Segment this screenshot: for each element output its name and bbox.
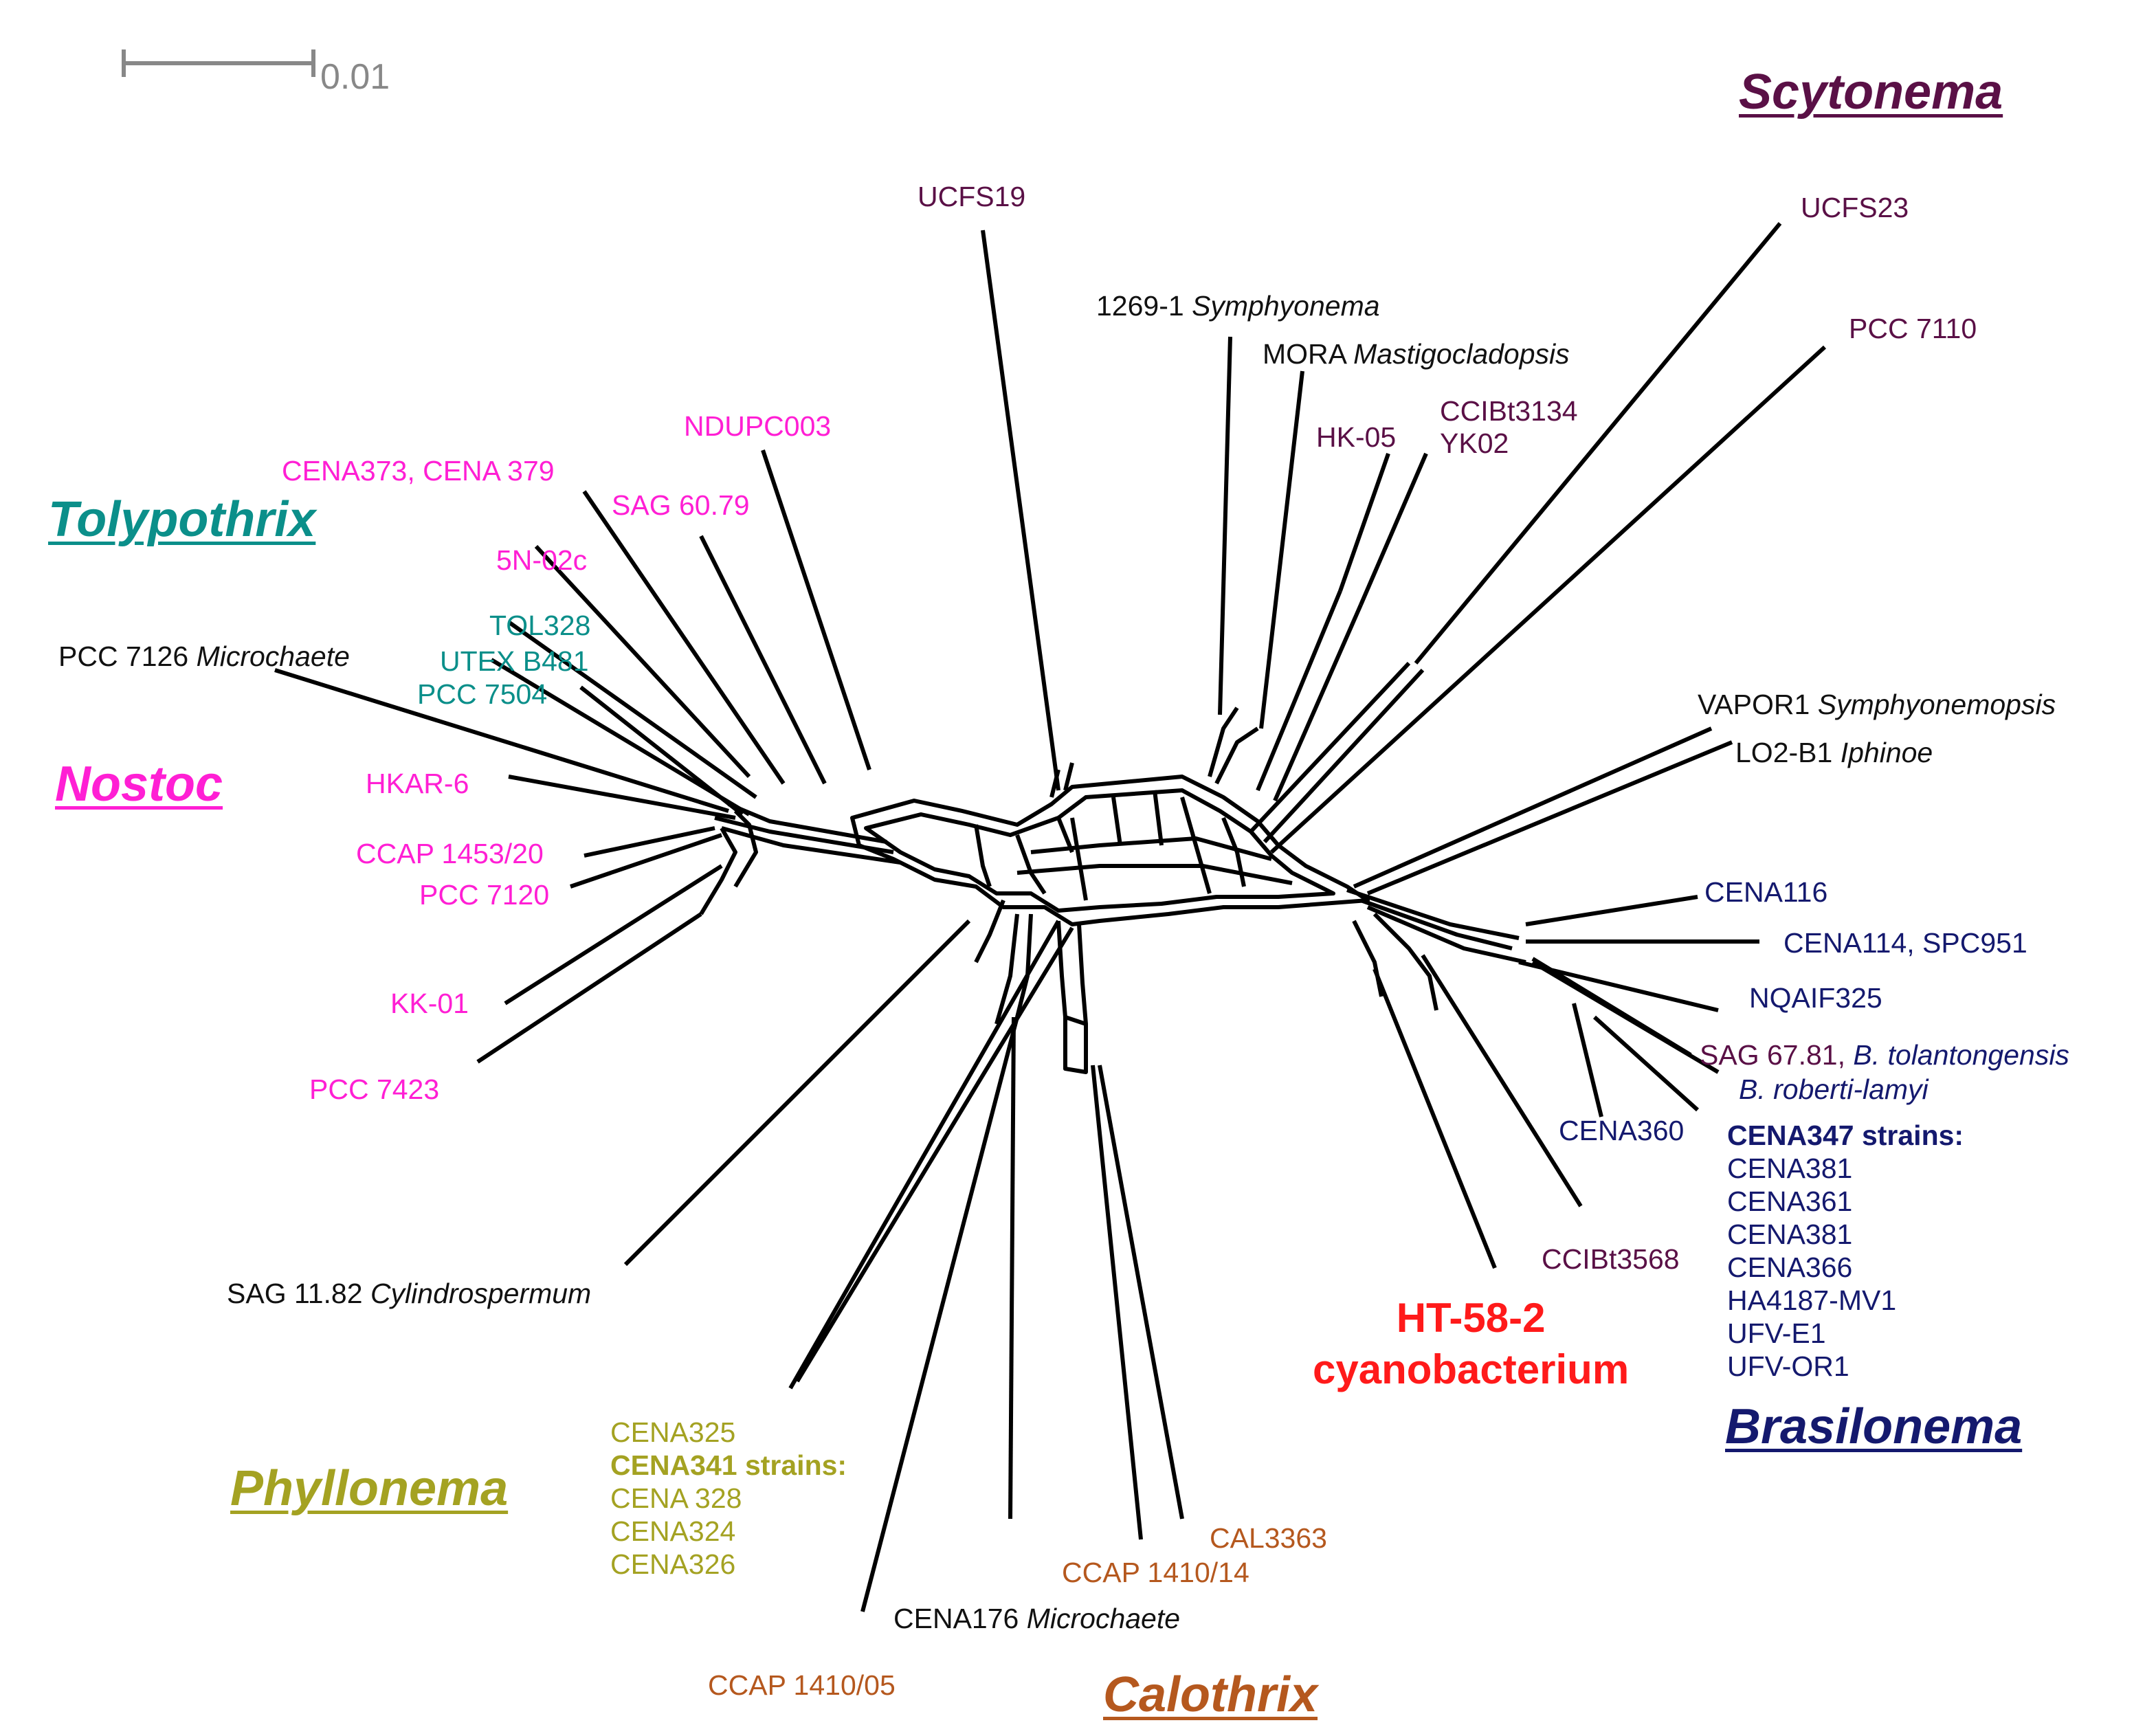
cena341-heading: CENA341 strains:: [610, 1449, 847, 1481]
taxon-sag6781: SAG 67.81, B. tolantongensis: [1700, 1041, 2069, 1069]
taxon-pcc7120: PCC 7120: [419, 879, 550, 911]
taxon-mastigocladopsis-genus: Mastigocladopsis: [1353, 338, 1570, 370]
cena347-item: HA4187-MV1: [1727, 1284, 1897, 1316]
taxon-ccibt3568: CCIBt3568: [1542, 1243, 1680, 1275]
taxon-symphyonema-strain: 1269-1: [1096, 290, 1184, 322]
taxon-lo2b1-genus: Iphinoe: [1840, 737, 1933, 768]
taxon-sag6781-strain: SAG 67.81,: [1700, 1039, 1845, 1071]
taxon-cena360: CENA360: [1559, 1115, 1685, 1146]
cena347-item: CENA361: [1727, 1186, 1853, 1217]
cena347-item: CENA381: [1727, 1153, 1853, 1184]
taxon-mastigocladopsis-strain: MORA: [1263, 338, 1346, 370]
cena347-strain-list: CENA347 strains: CENA381 CENA361 CENA381…: [1727, 1119, 1964, 1383]
taxon-pcc7110: PCC 7110: [1849, 313, 1977, 344]
taxon-cena116: CENA116: [1704, 876, 1828, 908]
taxon-nqaif325: NQAIF325: [1749, 982, 1882, 1014]
taxon-ndupc003: NDUPC003: [684, 410, 832, 442]
cena347-item: CENA366: [1727, 1251, 1853, 1283]
genus-phyllonema: Phyllonema: [230, 1461, 509, 1516]
highlight-line-1: HT-58-2: [1396, 1295, 1546, 1341]
taxon-symphyonema-genus: Symphyonema: [1192, 290, 1380, 322]
taxon-tolantongensis: B. tolantongensis: [1853, 1039, 2069, 1071]
genus-nostoc: Nostoc: [55, 757, 223, 812]
cena341-item: CENA 328: [610, 1482, 742, 1514]
cena341-item: CENA324: [610, 1515, 736, 1547]
taxon-cylindrospermum-genus: Cylindrospermum: [370, 1278, 592, 1309]
taxon-ccap141005: CCAP 1410/05: [708, 1669, 896, 1701]
taxon-cal3363: CAL3363: [1210, 1522, 1327, 1554]
genus-calothrix: Calothrix: [1103, 1667, 1318, 1722]
scale-bar-label: 0.01: [320, 57, 390, 97]
phyllonema-strain-list: CENA325 CENA341 strains: CENA 328 CENA32…: [610, 1416, 847, 1581]
taxon-cylindrospermum: SAG 11.82 Cylindrospermum: [227, 1280, 591, 1308]
taxon-lo2b1: LO2-B1 Iphinoe: [1735, 739, 1933, 767]
taxon-yk02: YK02: [1440, 427, 1509, 459]
cena341-item: CENA326: [610, 1548, 736, 1580]
taxon-cylindrospermum-strain: SAG 11.82: [227, 1278, 363, 1309]
scale-bar: [122, 49, 315, 77]
taxon-pcc7504: PCC 7504: [417, 678, 548, 710]
cena347-heading: CENA347 strains:: [1727, 1120, 1964, 1151]
genus-scytonema: Scytonema: [1739, 65, 2003, 120]
taxon-sag6079: SAG 60.79: [612, 489, 750, 521]
taxon-cena176: CENA176 Microchaete: [893, 1605, 1180, 1633]
taxon-mastigocladopsis: MORA Mastigocladopsis: [1263, 340, 1570, 368]
taxon-cena176-strain: CENA176: [893, 1603, 1019, 1634]
taxon-symphyonema: 1269-1 Symphyonema: [1096, 292, 1380, 320]
genus-tolypothrix: Tolypothrix: [48, 492, 316, 547]
cena347-item: CENA381: [1727, 1218, 1853, 1250]
taxon-microchaete-strain: PCC 7126: [58, 641, 189, 672]
taxon-tol328: TOL328: [489, 610, 591, 641]
taxon-ucfs23: UCFS23: [1801, 192, 1909, 223]
taxon-kk01: KK-01: [390, 988, 469, 1019]
taxon-vapor1-genus: Symphyonemopsis: [1817, 689, 2056, 720]
cena347-item: UFV-E1: [1727, 1317, 1826, 1349]
taxon-cena325: CENA325: [610, 1416, 736, 1448]
highlight-line-2: cyanobacterium: [1313, 1346, 1630, 1392]
taxon-utexb481: UTEX B481: [440, 645, 589, 677]
network-core: [699, 706, 1526, 1074]
taxon-lo2b1-strain: LO2-B1: [1735, 737, 1833, 768]
taxon-cena114: CENA114, SPC951: [1783, 927, 2027, 959]
taxon-hk05: HK-05: [1316, 421, 1397, 453]
highlight-strain-label: HT-58-2 cyanobacterium: [1313, 1292, 1629, 1395]
network-edges: [274, 222, 1827, 1612]
taxon-5n02c: 5N-02c: [496, 544, 588, 576]
taxon-ccap1453: CCAP 1453/20: [356, 838, 544, 869]
taxon-cena373: CENA373, CENA 379: [282, 455, 555, 487]
taxon-pcc7423: PCC 7423: [309, 1073, 440, 1105]
taxon-ucfs19: UCFS19: [918, 181, 1026, 212]
taxon-microchaete-pcc7126: PCC 7126 Microchaete: [58, 643, 350, 671]
taxon-cena176-genus: Microchaete: [1026, 1603, 1181, 1634]
taxon-roberti-lamyi: B. roberti-lamyi: [1739, 1073, 1929, 1105]
cena347-item: UFV-OR1: [1727, 1350, 1849, 1382]
taxon-vapor1: VAPOR1 Symphyonemopsis: [1698, 691, 2056, 719]
taxon-microchaete-genus: Microchaete: [196, 641, 350, 672]
taxon-hkar6: HKAR-6: [366, 768, 469, 799]
taxon-ccap141014: CCAP 1410/14: [1062, 1557, 1249, 1588]
taxon-vapor1-strain: VAPOR1: [1698, 689, 1810, 720]
genus-brasilonema: Brasilonema: [1725, 1399, 2023, 1454]
taxon-ccibt3134: CCIBt3134: [1440, 395, 1578, 427]
